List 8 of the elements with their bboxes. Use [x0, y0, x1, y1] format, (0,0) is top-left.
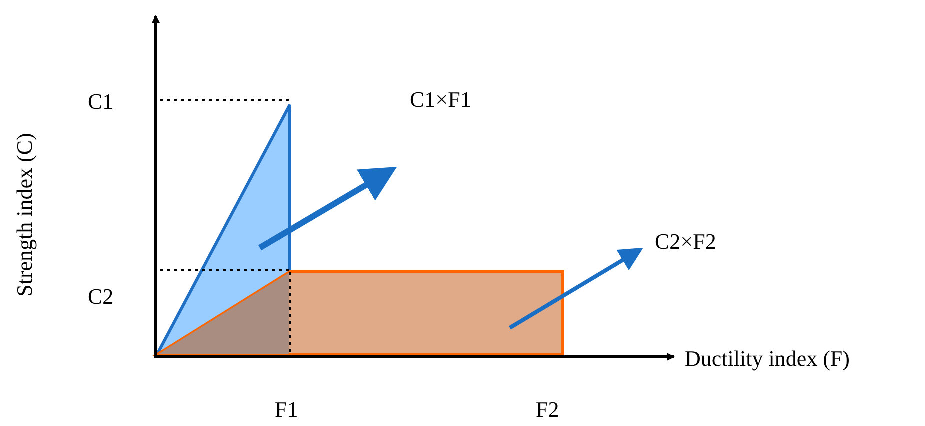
axis-tick-label: C1	[88, 88, 114, 116]
product-label: C2×F2	[655, 228, 716, 256]
axis-tick-label: C2	[88, 283, 114, 310]
axis-tick-label: F2	[536, 396, 560, 424]
axis-title: Strength index (C)	[14, 133, 36, 297]
axis-tick-label: F1	[275, 396, 298, 424]
product-label: C1×F1	[410, 86, 472, 114]
axis-title: Ductility index (F)	[685, 345, 850, 372]
